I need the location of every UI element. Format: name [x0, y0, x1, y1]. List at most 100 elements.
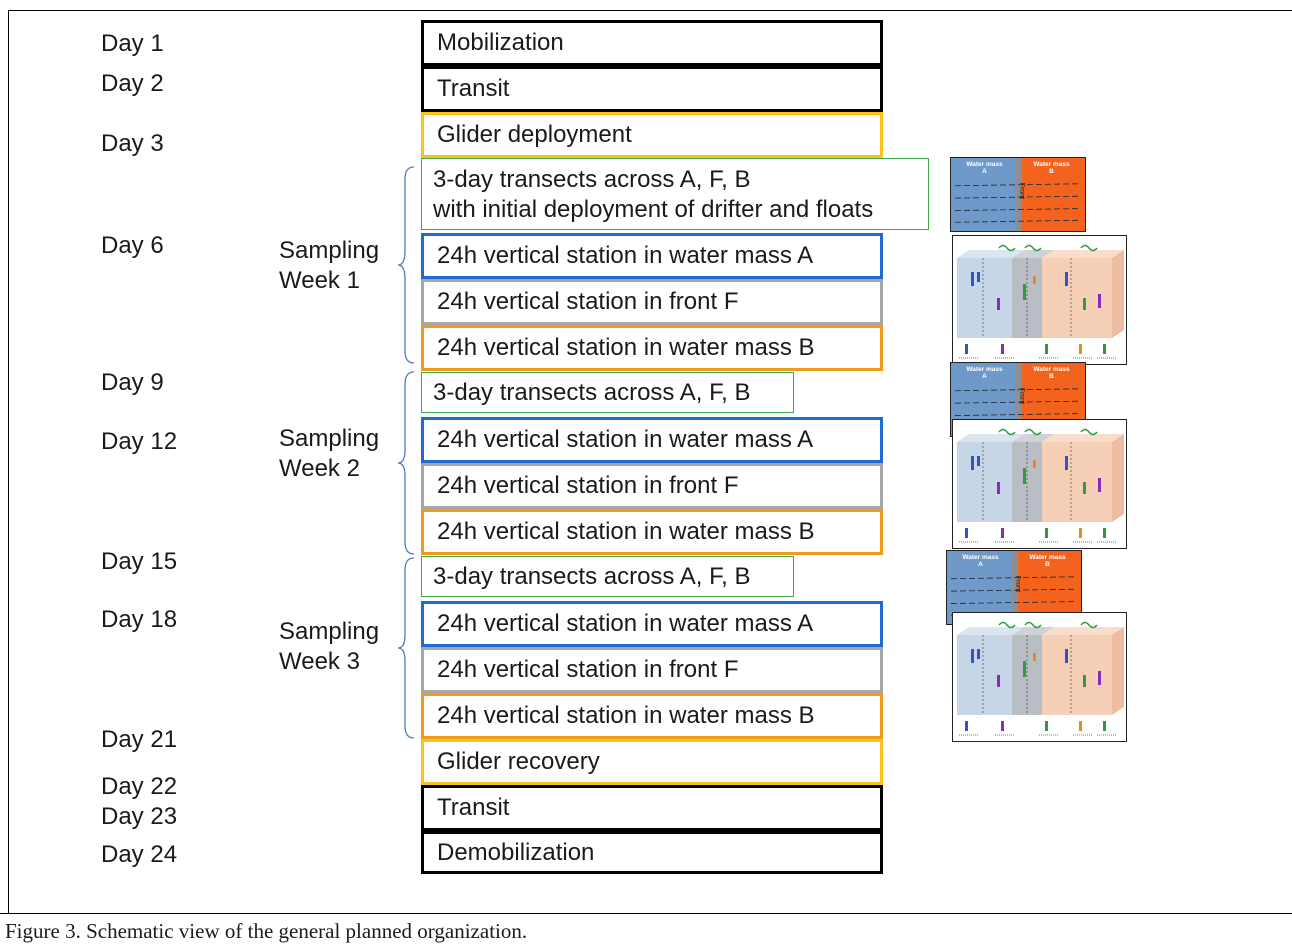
block-water-a: [957, 258, 1012, 338]
water-mass-a-label: A: [982, 168, 987, 175]
instrument-orange: [1033, 276, 1036, 284]
day-label: Day 23: [101, 803, 178, 830]
day-label: Day 21: [101, 726, 178, 753]
activity-box: 24h vertical station in front F: [421, 647, 883, 693]
day-label: Day 12: [101, 428, 178, 455]
brace-week-1: [397, 166, 415, 364]
day-label: Day 2: [101, 70, 164, 97]
instrument-blue: [1065, 272, 1068, 286]
station-thumbnail: [952, 419, 1127, 549]
instrument-purple: [997, 675, 1000, 687]
day-label: Day 9: [101, 369, 164, 396]
front-band: [1015, 158, 1022, 231]
glider-path: [998, 428, 1016, 436]
transect-line: [950, 588, 1078, 592]
day-label: Day 15: [101, 548, 178, 575]
block-side: [1112, 250, 1124, 338]
activity-box: 3-day transects across A, F, B: [421, 372, 794, 413]
instrument-green: [1083, 298, 1086, 310]
activity-box: Glider recovery: [421, 739, 883, 785]
day-label: Day 1: [101, 30, 164, 57]
day-label: Day 24: [101, 841, 178, 868]
glider-path: [1024, 244, 1042, 252]
legend-mark: [965, 528, 968, 538]
instrument-purple: [1098, 671, 1101, 685]
legend-mark: [1079, 721, 1082, 731]
front-band: [1011, 551, 1018, 624]
water-mass-a-label: A: [982, 373, 987, 380]
water-mass-b-label: B: [1049, 373, 1054, 380]
activity-box: 24h vertical station in front F: [421, 463, 883, 509]
glider-path: [998, 621, 1016, 629]
instrument-green: [1023, 284, 1026, 300]
legend-mark: [1001, 528, 1004, 538]
transect-line: [954, 219, 1082, 223]
brace-week-2: [397, 371, 415, 555]
activity-box: 24h vertical station in water mass B: [421, 509, 883, 555]
activity-box: 24h vertical station in water mass B: [421, 325, 883, 371]
block-water-b: [1042, 258, 1112, 338]
figure-caption: Figure 3. Schematic view of the general …: [5, 919, 528, 943]
front-band: [1015, 363, 1022, 436]
legend-mark: [1079, 344, 1082, 354]
instrument-blue: [1065, 456, 1068, 470]
legend-mark: [1079, 528, 1082, 538]
water-mass-b-label: B: [1045, 561, 1050, 568]
block-front-top: [1012, 627, 1054, 635]
legend-mark: [1103, 721, 1106, 731]
week-label: Sampling Week 1: [279, 237, 380, 294]
day-label: Day 22: [101, 773, 178, 800]
instrument-blue: [977, 456, 980, 466]
instrument-purple: [997, 482, 1000, 494]
water-mass-b-panel: [1022, 158, 1085, 231]
block-water-a-top: [957, 627, 1024, 635]
instrument-green: [1023, 468, 1026, 484]
glider-path: [1080, 428, 1098, 436]
legend-mark: [1103, 344, 1106, 354]
brace-week-3: [397, 557, 415, 739]
instrument-orange: [1033, 460, 1036, 468]
week-label: Sampling Week 2: [279, 425, 380, 482]
activity-box: Mobilization: [421, 20, 883, 66]
frame-left-border: [8, 10, 9, 913]
legend-mark: [1001, 721, 1004, 731]
activity-box: 24h vertical station in front F: [421, 279, 883, 325]
front-label: Front: [1018, 388, 1025, 404]
water-mass-b-label: Water mass: [1029, 554, 1066, 561]
transect-line: [954, 388, 1082, 392]
block-front-top: [1012, 250, 1054, 258]
block-side: [1112, 434, 1124, 522]
transect-line: [954, 183, 1082, 187]
activity-box: Demobilization: [421, 831, 883, 874]
water-mass-b-label: B: [1049, 168, 1054, 175]
instrument-orange: [1033, 653, 1036, 661]
legend-mark: [965, 721, 968, 731]
day-label: Day 6: [101, 232, 164, 259]
water-mass-a-panel: [951, 158, 1015, 231]
block-water-a-top: [957, 250, 1024, 258]
water-mass-a-label: A: [978, 561, 983, 568]
block-side: [1112, 627, 1124, 715]
frame-top-border: [8, 10, 1292, 11]
water-mass-a-label: Water mass: [962, 554, 999, 561]
activity-box: 24h vertical station in water mass B: [421, 693, 883, 739]
activity-box: Glider deployment: [421, 112, 883, 158]
transect-line: [954, 195, 1082, 199]
day-label: Day 18: [101, 606, 178, 633]
legend-mark: [1045, 721, 1048, 731]
activity-box: Transit: [421, 785, 883, 831]
water-mass-b-label: Water mass: [1033, 161, 1070, 168]
block-water-b: [1042, 442, 1112, 522]
block-water-b-top: [1042, 250, 1124, 258]
station-thumbnail: [952, 235, 1127, 365]
water-mass-a-label: Water mass: [966, 161, 1003, 168]
activity-box: 3-day transects across A, F, B with init…: [421, 158, 929, 230]
glider-path: [1080, 244, 1098, 252]
week-label: Sampling Week 3: [279, 618, 380, 675]
block-water-a: [957, 442, 1012, 522]
caption-divider: [0, 913, 1292, 914]
legend-mark: [965, 344, 968, 354]
instrument-green: [1083, 675, 1086, 687]
